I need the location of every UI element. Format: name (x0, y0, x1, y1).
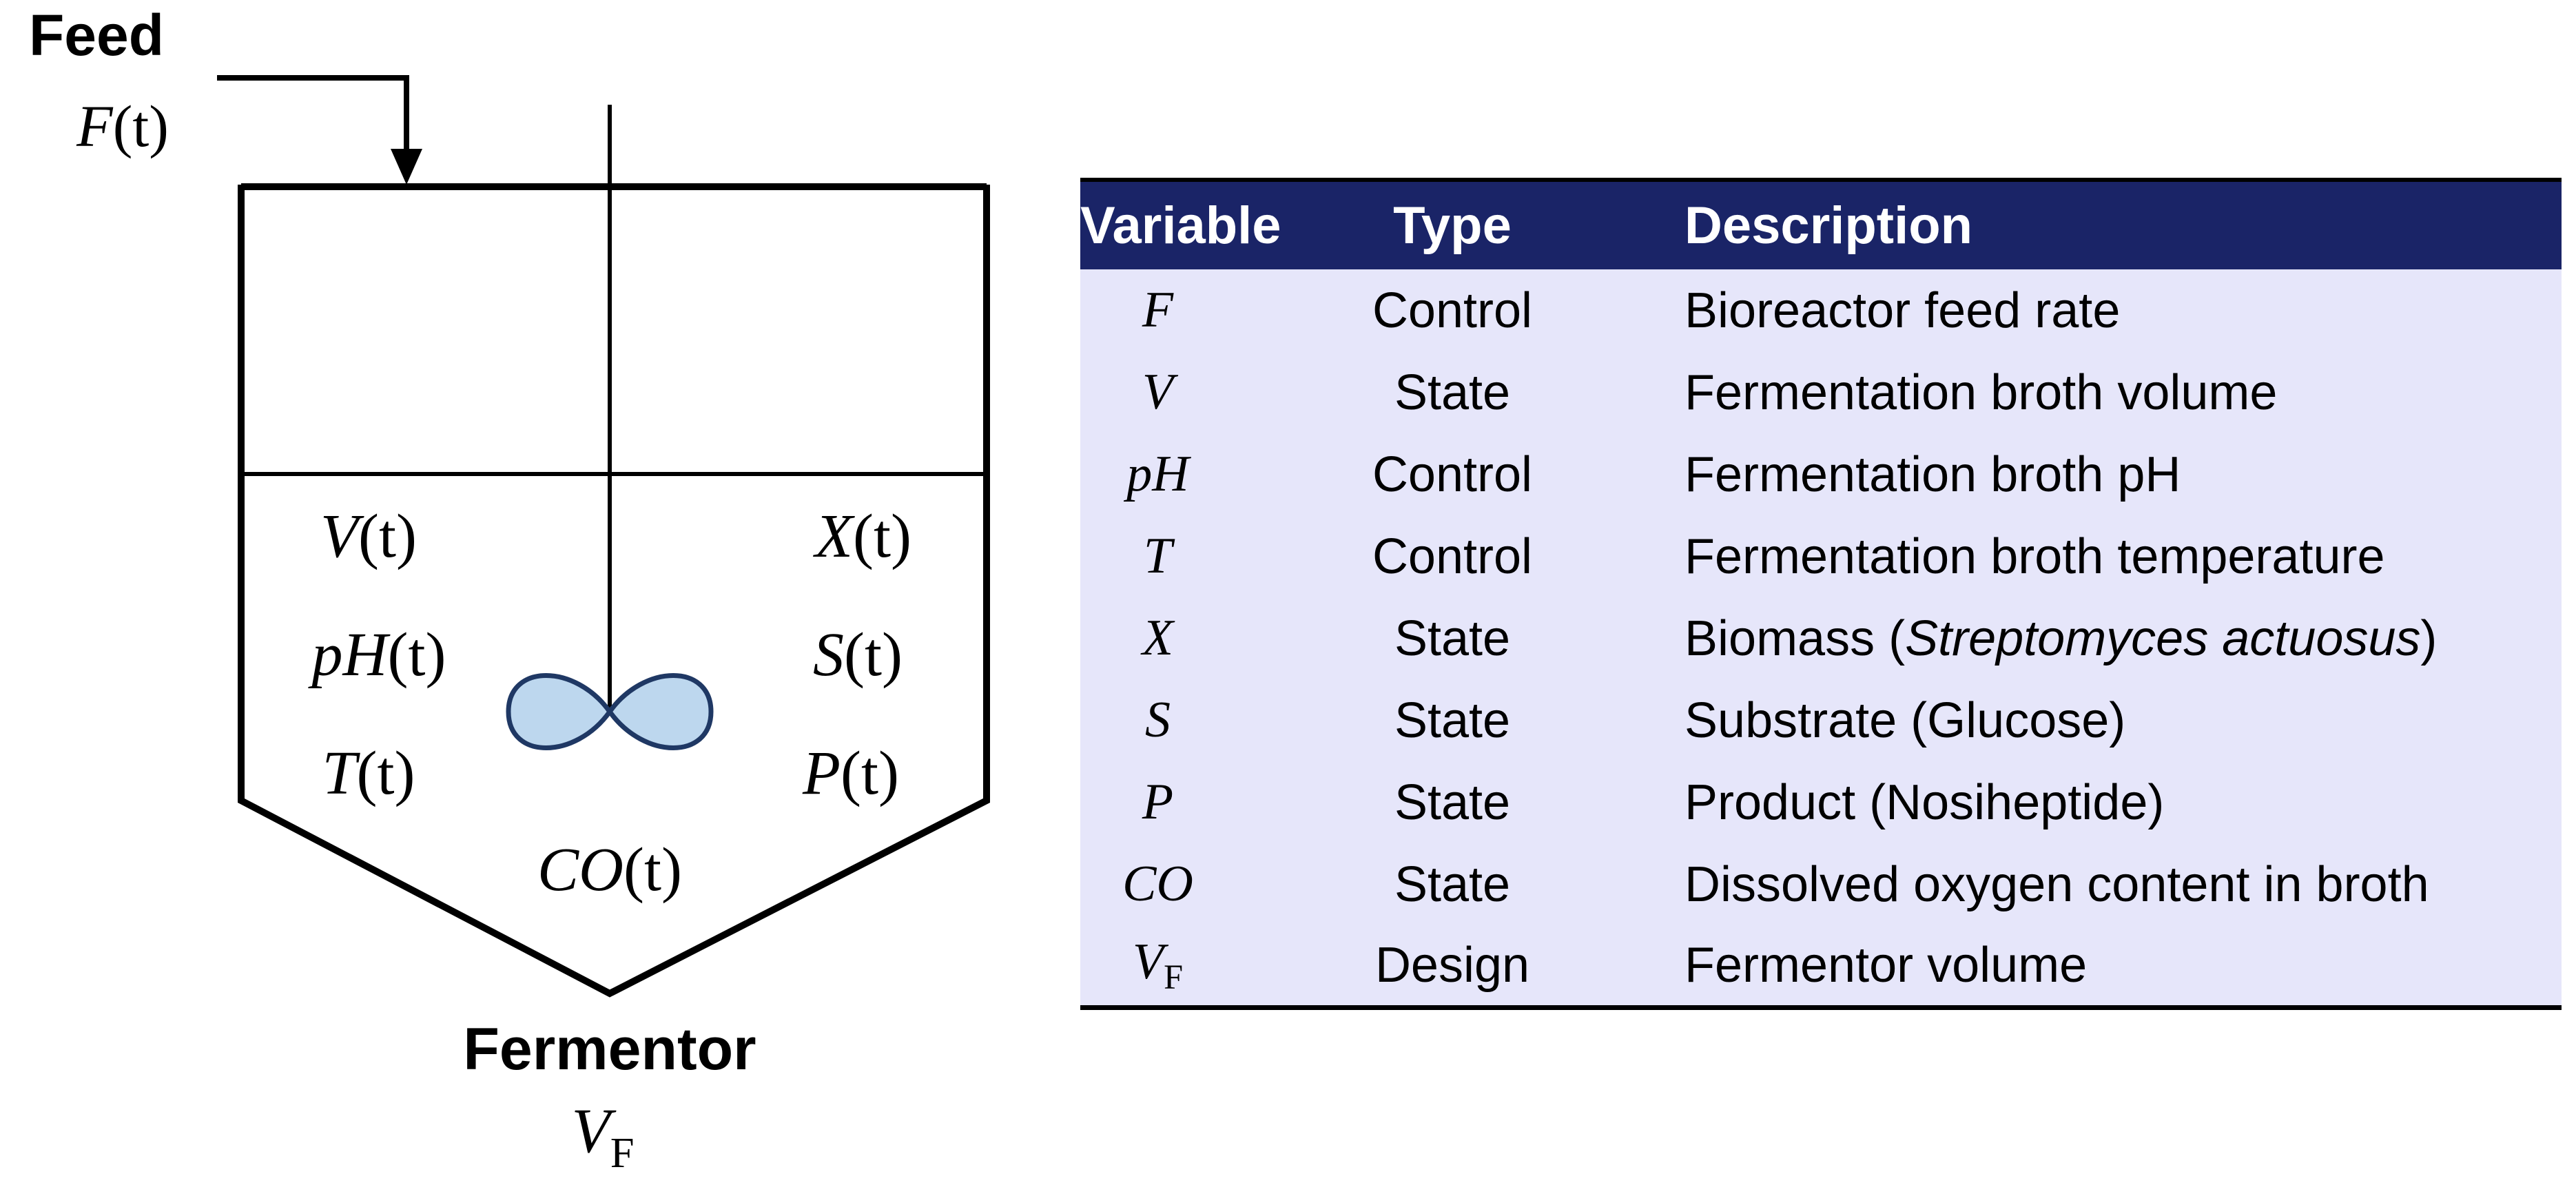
table-row: VF Design Fermentor volume (1080, 925, 2562, 1010)
table-row: P State Product (Nosiheptide) (1080, 761, 2562, 843)
variable-type: Control (1372, 528, 1533, 584)
state-label-V: V(t) (320, 502, 417, 570)
variable-description: Dissolved oxygen content in broth (1684, 856, 2429, 912)
variable-symbol: S (1145, 692, 1171, 748)
vessel-body (238, 185, 990, 998)
fermentor-label: Fermentor (463, 1016, 756, 1082)
state-label-T: T(t) (322, 739, 415, 807)
variable-symbol: F (1142, 282, 1174, 338)
feed-line (217, 75, 409, 152)
table-row: pH Control Fermentation broth pH (1080, 433, 2562, 515)
variable-description: Product (Nosiheptide) (1684, 774, 2165, 830)
variable-description: Bioreactor feed rate (1684, 282, 2121, 338)
description-prefix: Biomass ( (1684, 610, 1906, 666)
state-label-P: P(t) (802, 739, 899, 807)
fermentor-diagram: Feed F(t) V(t) pH(t) T(t) X(t) S(t) P(t)… (29, 3, 990, 1177)
table-row: F Control Bioreactor feed rate (1080, 269, 2562, 351)
variable-symbol: X (1142, 610, 1174, 666)
description-suffix: ) (2420, 610, 2438, 666)
variable-symbol-main: V (1132, 934, 1164, 991)
variable-symbol: P (1142, 774, 1174, 830)
variable-type: Design (1235, 925, 1669, 1010)
variable-type: State (1394, 692, 1511, 748)
variable-description: Fermentation broth volume (1684, 364, 2278, 420)
variable-description: Substrate (Glucose) (1684, 692, 2126, 748)
table-row: X State Biomass (Streptomyces actuosus) (1080, 597, 2562, 679)
table-row: T Control Fermentation broth temperature (1080, 515, 2562, 597)
variable-type: State (1394, 610, 1511, 666)
header-description: Description (1669, 178, 2562, 269)
header-type: Type (1235, 178, 1669, 269)
table-header-row: Variable Type Description (1080, 178, 2562, 269)
table-row: V State Fermentation broth volume (1080, 351, 2562, 433)
feed-inlet (217, 75, 409, 152)
variable-type: Control (1372, 282, 1533, 338)
variable-type: Control (1372, 446, 1533, 502)
header-variable: Variable (1080, 178, 1281, 269)
variable-symbol: T (1143, 528, 1173, 584)
state-label-X: X(t) (813, 502, 911, 570)
state-label-CO: CO(t) (537, 836, 682, 904)
variable-type: State (1394, 364, 1511, 420)
variables-table: Variable Type Description F Control Bior… (1080, 178, 2562, 1010)
state-label-S: S(t) (813, 621, 903, 689)
variable-type: State (1394, 774, 1511, 830)
feed-label: Feed (29, 3, 164, 68)
variable-symbol: VF (1080, 925, 1235, 1010)
feed-arrow-head (391, 149, 422, 185)
table-row: S State Substrate (Glucose) (1080, 679, 2562, 761)
variable-description: Fermentor volume (1669, 925, 2562, 1010)
variable-description: Fermentation broth temperature (1684, 528, 2385, 584)
variable-symbol: pH (1126, 446, 1189, 502)
variable-symbol: V (1142, 364, 1174, 420)
variable-symbol-subscript: F (1164, 958, 1184, 997)
fermentor-volume-label: VF (572, 1095, 635, 1177)
feed-rate-label: F(t) (76, 93, 169, 159)
variable-description: Biomass (Streptomyces actuosus) (1669, 597, 2562, 679)
variable-type: State (1394, 856, 1511, 912)
variable-description: Fermentation broth pH (1684, 446, 2181, 502)
state-label-pH: pH(t) (308, 621, 446, 689)
description-organism: Streptomyces actuosus (1905, 610, 2421, 666)
variable-symbol: CO (1122, 856, 1193, 912)
table-row: CO State Dissolved oxygen content in bro… (1080, 843, 2562, 925)
impeller (506, 673, 714, 750)
